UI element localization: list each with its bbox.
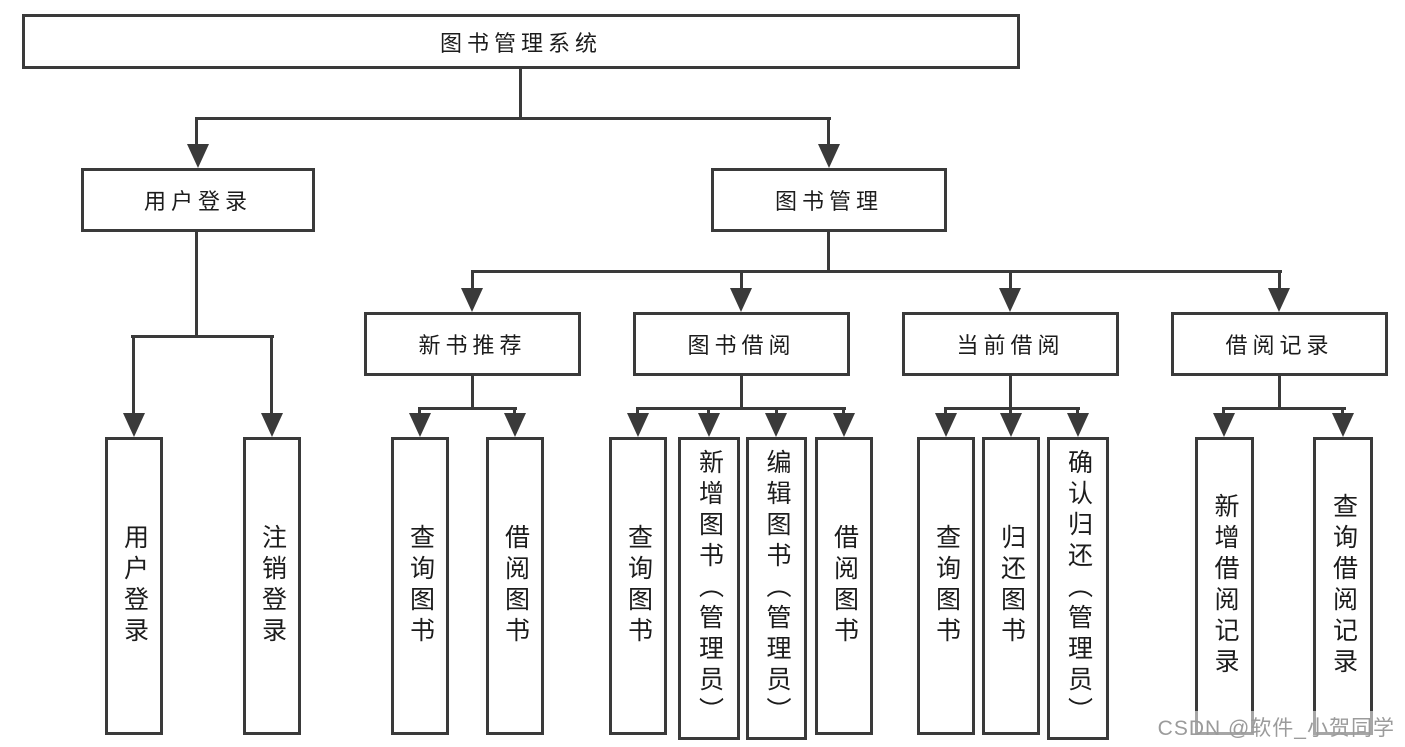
arrowhead: [1067, 413, 1089, 437]
leaf-query-books-borrow: 查询图书: [609, 437, 667, 735]
leaf-borrow-books-new: 借阅图书: [486, 437, 544, 735]
leaf-return-book: 归还图书: [982, 437, 1040, 735]
arrowhead: [1268, 288, 1290, 312]
leaf-query-borrow-record: 查询借阅记录: [1313, 437, 1373, 735]
node-root: 图书管理系统: [22, 14, 1020, 69]
connector-line: [1076, 407, 1079, 416]
connector-line: [270, 335, 273, 414]
node-borrow-records: 借阅记录: [1171, 312, 1388, 376]
connector-line: [471, 270, 1282, 273]
connector-line: [944, 407, 1080, 410]
connector-line: [132, 335, 135, 414]
connector-line: [1341, 407, 1344, 416]
arrowhead: [627, 413, 649, 437]
arrowhead: [833, 413, 855, 437]
node-new-book-recommend: 新书推荐: [364, 312, 581, 376]
connector-line: [1222, 407, 1225, 416]
arrowhead: [730, 288, 752, 312]
node-current-borrow: 当前借阅: [902, 312, 1119, 376]
watermark: CSDN @软件_小贺同学: [1153, 711, 1399, 743]
node-book-management: 图书管理: [711, 168, 947, 232]
arrowhead: [261, 413, 283, 437]
arrowhead: [1213, 413, 1235, 437]
connector-line: [775, 407, 778, 416]
arrowhead: [765, 413, 787, 437]
connector-line: [827, 117, 830, 147]
arrowhead: [187, 144, 209, 168]
connector-line: [195, 117, 831, 120]
arrowhead: [123, 413, 145, 437]
connector-line: [636, 407, 639, 416]
node-user-login: 用户登录: [81, 168, 315, 232]
arrowhead: [935, 413, 957, 437]
connector-line: [195, 232, 198, 338]
leaf-user-login: 用户登录: [105, 437, 163, 735]
connector-line: [1222, 407, 1346, 410]
connector-line: [842, 407, 845, 416]
connector-line: [471, 270, 474, 289]
leaf-query-books-current: 查询图书: [917, 437, 975, 735]
leaf-borrow-books-borrow: 借阅图书: [815, 437, 873, 735]
arrowhead: [818, 144, 840, 168]
connector-line: [513, 407, 516, 416]
connector-line: [707, 407, 710, 416]
connector-line: [827, 232, 830, 273]
leaf-edit-book-admin: 编辑图书（管理员）: [746, 437, 807, 740]
arrowhead: [461, 288, 483, 312]
connector-line: [195, 117, 198, 147]
node-book-borrow: 图书借阅: [633, 312, 850, 376]
connector-line: [519, 69, 522, 118]
connector-line: [418, 407, 517, 410]
leaf-query-books-new: 查询图书: [391, 437, 449, 735]
connector-line: [636, 407, 846, 410]
arrowhead: [1000, 413, 1022, 437]
connector-line: [1009, 376, 1012, 409]
connector-line: [1009, 270, 1012, 289]
connector-line: [740, 376, 743, 409]
arrowhead: [999, 288, 1021, 312]
arrowhead: [504, 413, 526, 437]
arrowhead: [409, 413, 431, 437]
connector-line: [418, 407, 421, 416]
connector-line: [944, 407, 947, 416]
leaf-logout: 注销登录: [243, 437, 301, 735]
connector-line: [740, 270, 743, 289]
connector-line: [131, 335, 274, 338]
leaf-confirm-return-admin: 确认归还（管理员）: [1047, 437, 1109, 740]
arrowhead: [698, 413, 720, 437]
connector-line: [1278, 376, 1281, 409]
leaf-add-borrow-record: 新增借阅记录: [1195, 437, 1254, 735]
arrowhead: [1332, 413, 1354, 437]
connector-line: [471, 376, 474, 409]
connector-line: [1009, 407, 1012, 416]
connector-line: [1278, 270, 1281, 289]
leaf-add-book-admin: 新增图书（管理员）: [678, 437, 740, 740]
